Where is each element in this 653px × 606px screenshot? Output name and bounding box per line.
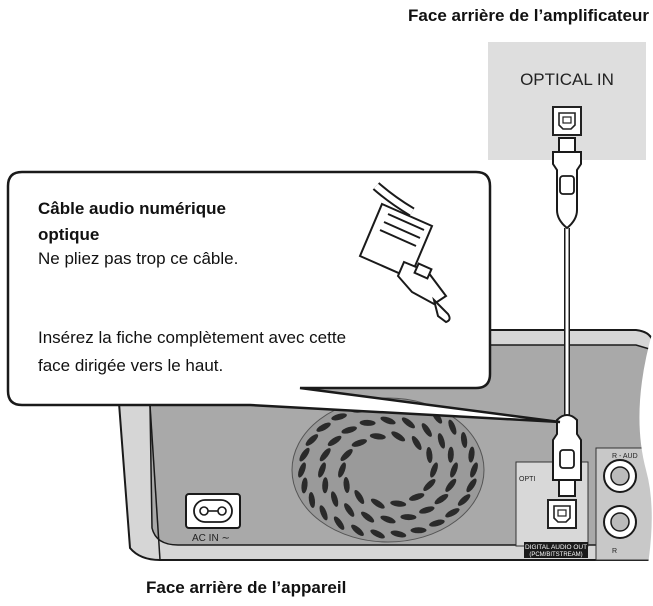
grille-slot: [390, 530, 407, 538]
grille-slot: [468, 446, 475, 463]
grille-slot: [298, 462, 306, 478]
grille-slot: [447, 446, 454, 463]
grille-slot: [305, 434, 319, 446]
grille-slot: [426, 447, 433, 463]
grille-slot: [338, 462, 346, 478]
amplifier-rear-title: Face arrière de l’amplificateur: [408, 6, 649, 25]
grille-slot: [354, 489, 365, 505]
optical-in-port-icon: [552, 106, 582, 136]
grille-slot: [450, 462, 458, 478]
grille-slot: [434, 493, 449, 505]
grille-slot: [327, 435, 342, 447]
grille-slot: [380, 515, 396, 524]
callout-instruction-2: face dirigée vers le haut.: [38, 356, 223, 375]
audio-label: R - AUD: [612, 453, 638, 460]
callout-instruction-1: Insérez la fiche complètement avec cette: [38, 328, 346, 347]
optical-out-port-icon: [547, 499, 577, 529]
optical-label: OPTI: [519, 476, 535, 483]
grille-slot: [445, 478, 457, 492]
grille-slot: [445, 508, 460, 518]
grille-slot: [421, 423, 432, 437]
audio-jacks: [595, 447, 653, 561]
grille-slot: [344, 503, 355, 517]
grille-slot: [343, 477, 350, 493]
grille-slot: [333, 516, 345, 530]
grille-slot: [466, 478, 477, 493]
edge-cutout: [639, 330, 653, 606]
optical-cable: [552, 137, 582, 497]
grille-slot: [369, 433, 386, 440]
grille-slot: [448, 419, 457, 435]
grille-slot: [401, 417, 415, 429]
grille-slot: [429, 519, 445, 527]
grille-slot: [410, 527, 427, 534]
grille-slot: [470, 462, 478, 478]
grille-slot: [460, 432, 468, 448]
ac-in-label: AC IN ∼: [192, 533, 230, 544]
ac-in-socket: [185, 493, 241, 529]
grille-slot: [409, 493, 425, 501]
grille-slot: [351, 439, 367, 447]
grille-slot: [419, 506, 435, 514]
optical-in-label: OPTICAL IN: [520, 70, 614, 89]
grille-slot: [390, 500, 407, 507]
grille-slot: [400, 514, 417, 521]
fan-grille: [291, 397, 485, 543]
grille-slot: [370, 498, 385, 509]
grille-slot: [319, 448, 331, 462]
grille-slot: [361, 511, 375, 523]
grille-slot: [351, 524, 364, 536]
grille-slot: [299, 447, 310, 462]
grille-slot: [319, 505, 328, 521]
plug-illustration: [358, 182, 451, 324]
r-label: R: [612, 548, 617, 555]
grille-slot: [370, 529, 385, 539]
grille-slot: [380, 416, 396, 425]
grille-slot: [411, 435, 422, 451]
grille-slot: [423, 479, 436, 491]
grille-slot: [340, 449, 353, 461]
digital-out-label-2: (PCM/BITSTREAM): [529, 552, 582, 558]
grille-slot: [316, 422, 331, 432]
grille-slot: [437, 433, 446, 449]
digital-out-label-1: DIGITAL AUDIO OUT: [525, 544, 587, 551]
callout-title-2: optique: [38, 225, 99, 244]
grille-slot: [301, 477, 308, 494]
grille-slot: [330, 491, 339, 507]
grille-slot: [341, 426, 357, 434]
grille-slot: [331, 413, 347, 421]
grille-slot: [322, 477, 329, 494]
grille-slot: [391, 431, 406, 442]
grille-slot: [430, 462, 438, 478]
grille-slot: [308, 492, 316, 508]
grille-slot: [359, 419, 376, 426]
grille-slot: [457, 494, 471, 506]
callout-title-1: Câble audio numérique: [38, 199, 226, 218]
digital-audio-area: [515, 461, 589, 558]
grille-slot: [318, 462, 326, 478]
callout-warning: Ne pliez pas trop ce câble.: [38, 249, 238, 268]
device-rear-title: Face arrière de l’appareil: [146, 578, 347, 597]
